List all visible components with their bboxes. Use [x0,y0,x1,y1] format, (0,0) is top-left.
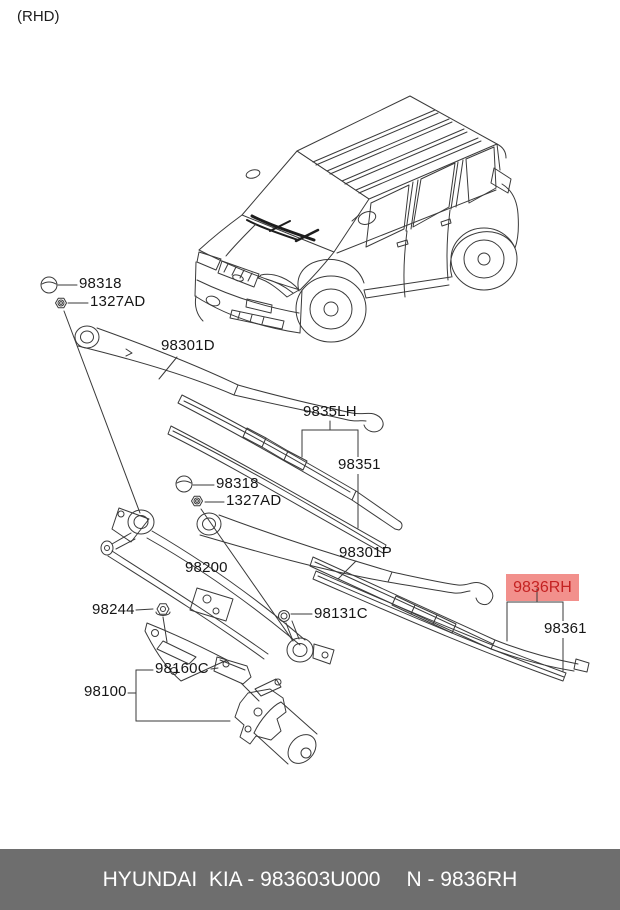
drive-hand-note: (RHD) [17,8,60,25]
leader-98301P [337,560,357,580]
leader-98244 [135,608,154,611]
leader-98244-to-bracket [162,616,168,643]
bracket-98160C-art [213,656,252,685]
pivot-nut-upper-art [55,297,67,309]
footer-maker-part-number: HYUNDAI KIA - 983603U000 [102,867,381,891]
roof-rails-art [312,109,482,194]
wiper-linkage-98200-art [100,507,335,682]
part-label-1327AD-lower[interactable]: 1327AD [226,492,282,509]
part-label-1327AD-upper[interactable]: 1327AD [90,293,146,310]
part-label-9835LH[interactable]: 9835LH [303,403,357,420]
vehicle-illustration [194,95,519,343]
part-label-98100[interactable]: 98100 [84,683,127,700]
part-label-98160C[interactable]: 98160C [155,660,209,677]
part-label-98244[interactable]: 98244 [92,601,135,618]
leader-98301D [158,356,178,380]
pivot-nut-lower-art [191,495,203,507]
pivot-cap-lower-art [175,475,193,493]
mount-nut-98244-art [155,603,171,616]
part-label-98318-lower[interactable]: 98318 [216,475,259,492]
part-label-98351[interactable]: 98351 [336,456,383,474]
leader-lower-hardware-to-linkage [200,508,294,642]
catalog-footer-banner: HYUNDAI KIA - 983603U000 N - 9836RH [0,849,620,910]
footer-reference-code: N - 9836RH [406,867,518,891]
part-label-98200[interactable]: 98200 [185,559,228,576]
leader-upper-hardware-to-linkage [63,310,141,514]
wiper-arm-98301P-art [196,512,494,606]
bracket-9835LH [301,420,359,529]
wiper-refill-98351-art [167,425,387,554]
wiper-arm-98301D-art [74,325,384,433]
part-label-98301P[interactable]: 98301P [339,544,392,561]
part-label-9836RH-highlighted[interactable]: 9836RH [513,578,572,596]
wiper-blade-9835LH-art [177,394,403,531]
pivot-cap-upper-art [40,276,58,294]
wiper-motor-98100-art [234,678,318,765]
leader-98160C-right [210,667,219,670]
bracket-98100-callout [127,669,231,722]
leader-98160C-to-motor [240,682,260,702]
part-label-98318-upper[interactable]: 98318 [79,275,122,292]
bolt-98131C-art [278,610,290,622]
part-label-98301D[interactable]: 98301D [161,337,215,354]
wiper-refill-98361-art [312,570,567,682]
part-label-98131C[interactable]: 98131C [314,605,368,622]
windshield-wipers-art [246,214,320,243]
part-label-98361[interactable]: 98361 [542,620,589,638]
highlight-box-9836RH [506,574,579,601]
